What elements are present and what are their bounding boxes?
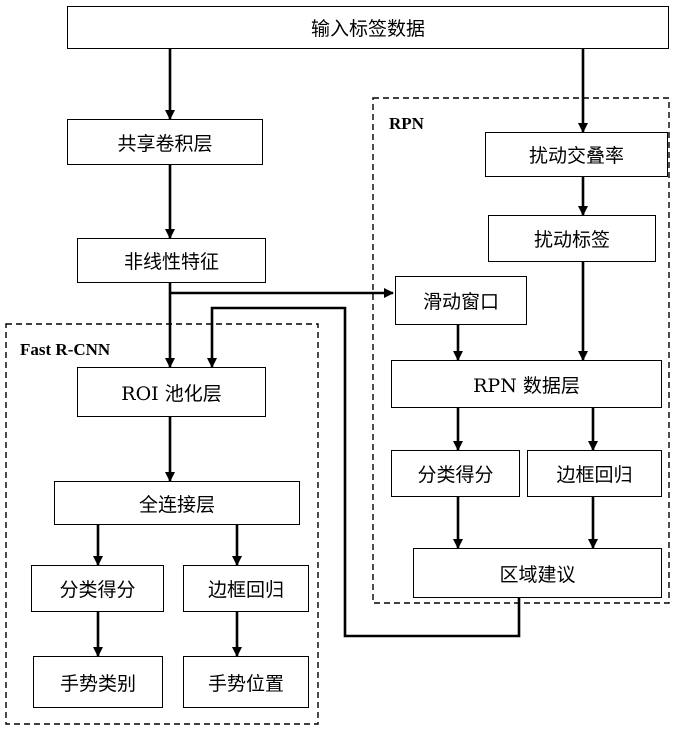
- sliding-window-box: 滑动窗口: [395, 276, 527, 325]
- rpn-data-layer-box: RPN 数据层: [391, 360, 662, 408]
- frcnn-cls-score-box: 分类得分: [31, 565, 164, 612]
- rpn-bbox-reg-box: 边框回归: [527, 450, 662, 497]
- fast-rcnn-group-label: Fast R-CNN: [20, 340, 110, 360]
- perturb-label-box: 扰动标签: [488, 215, 656, 262]
- region-proposal-box: 区域建议: [413, 548, 662, 598]
- perturb-iou-box: 扰动交叠率: [485, 132, 668, 177]
- rpn-cls-score-box: 分类得分: [391, 450, 520, 497]
- nonlinear-feature-box: 非线性特征: [77, 238, 266, 283]
- roi-pooling-box: ROI 池化层: [77, 367, 266, 417]
- fully-connected-box: 全连接层: [54, 481, 300, 525]
- shared-conv-box: 共享卷积层: [67, 119, 263, 165]
- gesture-position-box: 手势位置: [183, 656, 309, 708]
- rpn-group-label: RPN: [389, 114, 424, 134]
- frcnn-bbox-reg-box: 边框回归: [183, 565, 309, 612]
- input-data-box: 输入标签数据: [67, 6, 669, 49]
- gesture-class-box: 手势类别: [33, 656, 163, 708]
